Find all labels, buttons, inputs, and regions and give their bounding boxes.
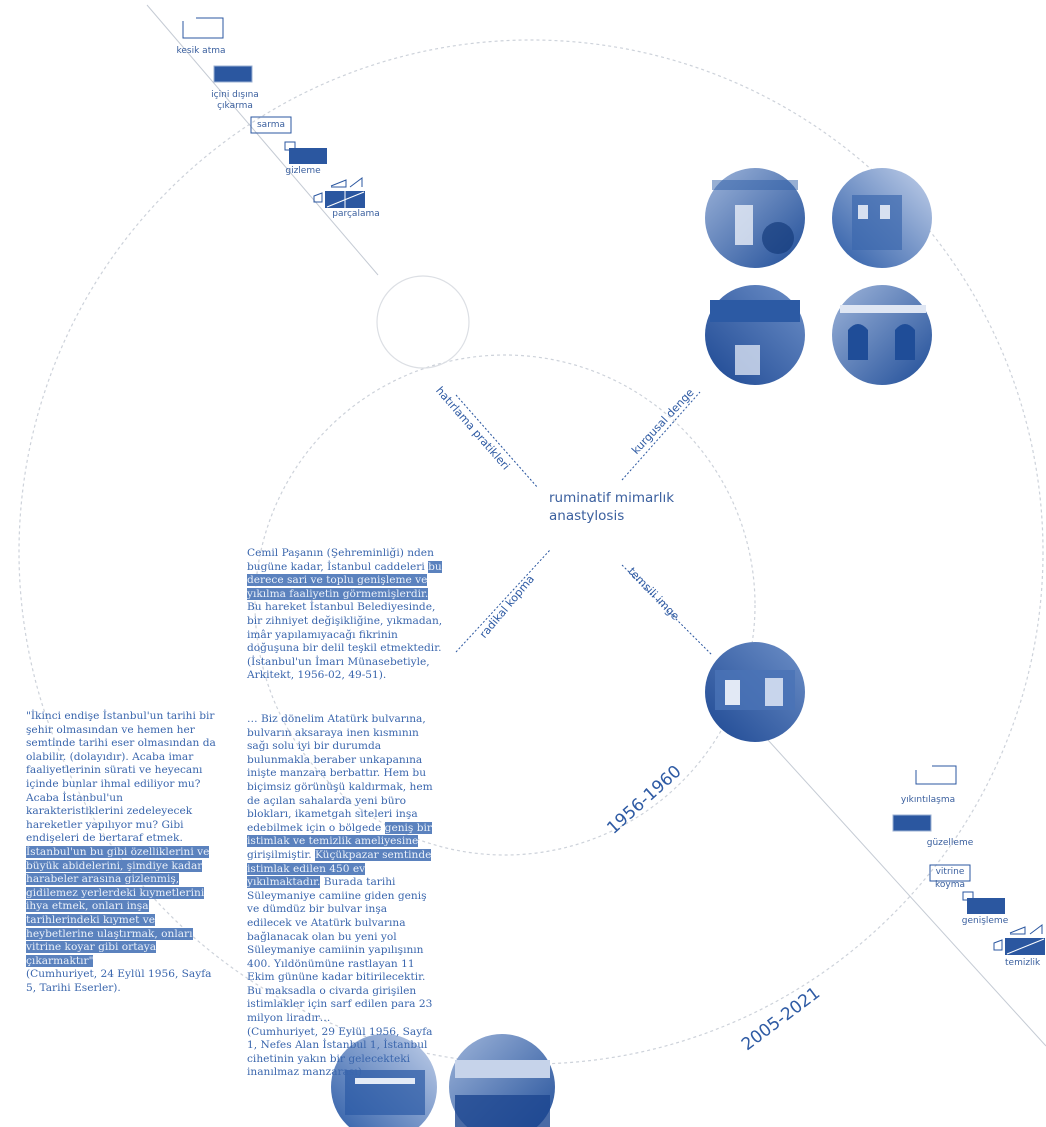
photo-building: [331, 1034, 437, 1127]
inner-ring: [254, 354, 756, 856]
quote-24-text: "İkinci endişe İstanbul'un tarihi bir şe…: [26, 710, 216, 845]
quote-arkitekt: Cemil Paşanın (Şehreminliği) nden bugüne…: [247, 547, 443, 683]
axis-line-2: [621, 391, 701, 481]
tool-label-extract: çıkarma: [217, 101, 253, 111]
photo-facade: [832, 168, 932, 268]
expand-icon: [967, 898, 1005, 914]
quote-24-highlight: İstanbul'un bu gibi özelliklerini ve büy…: [26, 845, 210, 967]
tool-label-expand: genişleme: [961, 916, 1009, 926]
quote-29-text: … Biz dönelim Atatürk bulvarına, bulvarı…: [247, 713, 433, 834]
photo-market: [705, 642, 805, 742]
photo-storefront: [705, 285, 805, 385]
cut-icon: [182, 17, 224, 39]
tool-label-inside-out: içini dışına: [211, 90, 259, 100]
tool-label-ruin: yıkıntılaşma: [900, 795, 956, 805]
quote-cumhuriyet-24: "İkinci endişe İstanbul'un tarihi bir şe…: [26, 710, 222, 995]
tool-label-beautify: güzelleme: [926, 838, 974, 848]
wrap-icon: [250, 116, 292, 134]
ruin-icon: [915, 765, 957, 785]
quote-24-source: (Cumhuriyet, 24 Eylül 1956, Sayfa 5, Tar…: [26, 968, 212, 994]
axis-line-4: [621, 564, 713, 656]
center-title: ruminatif mimarlık anastylosis: [549, 489, 674, 525]
photo-arches: [832, 285, 932, 385]
quote-29-text-2: girişilmiştir.: [247, 848, 312, 861]
center-line-2: anastylosis: [549, 508, 625, 524]
extract-icon: [213, 65, 253, 83]
tool-label-fragment: parçalama: [332, 209, 380, 219]
quote-29-source: (Cumhuriyet, 29 Eylül 1956, Sayfa 1, Nef…: [247, 1025, 433, 1079]
hide-icon: [289, 148, 327, 164]
axis-line-1: [455, 394, 539, 489]
photo-street-vendor: [705, 168, 805, 268]
quote-cumhuriyet-29: … Biz dönelim Atatürk bulvarına, bulvarı…: [247, 713, 435, 1080]
tool-label-cleanse: temizlik: [1005, 958, 1041, 968]
tool-label-cut: kesik atma: [176, 46, 226, 56]
tool-label-wrap: sarma: [256, 120, 286, 130]
quote-arkitekt-source: (İstanbul'un İmarı Münasebetiyle, Arkite…: [247, 655, 430, 682]
quote-29-text-3: Burada tarihi Süleymaniye camiine giden …: [247, 876, 433, 1025]
photo-empty-lot: [449, 1034, 555, 1127]
diagonal-bottom: [767, 739, 1046, 1047]
quote-arkitekt-text: Cemil Paşanın (Şehreminliği) nden bugüne…: [247, 547, 434, 573]
cleanse-icon: [993, 924, 1045, 955]
axis-line-3: [455, 549, 551, 653]
tool-label-hide: gizleme: [285, 166, 321, 176]
small-ring: [376, 275, 470, 369]
quote-arkitekt-text-2: Bu hareket İstanbul Belediyesinde, bir z…: [247, 601, 443, 655]
diagonal-top: [146, 4, 379, 276]
fragment-icon: [313, 177, 365, 208]
showcase-icon: [929, 864, 971, 882]
tool-label-showcase-2: koyma: [934, 880, 965, 890]
beautify-icon: [892, 814, 932, 832]
center-line-1: ruminatif mimarlık: [549, 490, 675, 506]
tool-label-showcase: vitrine: [935, 867, 965, 877]
